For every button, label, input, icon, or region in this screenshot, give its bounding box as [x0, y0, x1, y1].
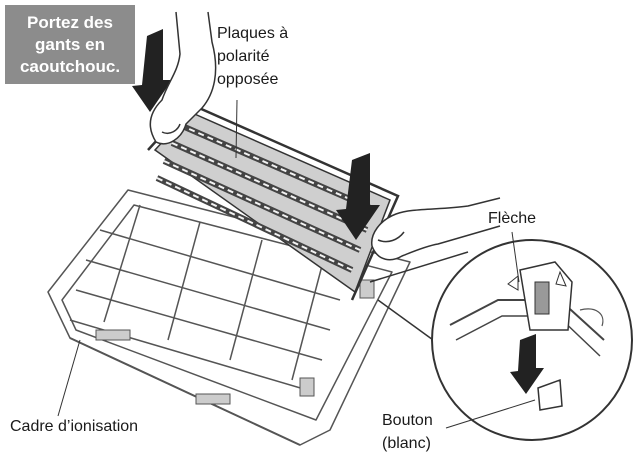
arrow-label: Flèche: [488, 210, 537, 227]
detail-zoom: [369, 239, 633, 441]
warning-line: gants en: [35, 34, 105, 54]
plates-label-line: polarité: [217, 48, 270, 65]
frame-label: Cadre d’ionisation: [10, 418, 139, 435]
plates-label-line: opposée: [217, 71, 279, 88]
plates-label: Plaques à polarité opposée: [217, 22, 288, 91]
down-arrow-icon: [336, 153, 380, 240]
hand-icon: [371, 197, 501, 261]
button-label: Bouton (blanc): [382, 409, 433, 455]
warning-line: Portez des: [27, 12, 113, 32]
plates-label-line: Plaques à: [217, 25, 289, 42]
plate-rib-highlights: [156, 124, 376, 271]
hand-icon: [149, 11, 217, 145]
leader-lines: [57, 99, 536, 429]
warning-line: caoutchouc.: [19, 56, 121, 76]
down-arrow-icon: [132, 29, 172, 112]
frame-fixtures: [95, 279, 375, 405]
button-label-line: Bouton: [382, 412, 433, 429]
button-label-line: (blanc): [382, 435, 431, 452]
rubber-gloves-warning: Portez des gants en caoutchouc.: [5, 5, 135, 84]
